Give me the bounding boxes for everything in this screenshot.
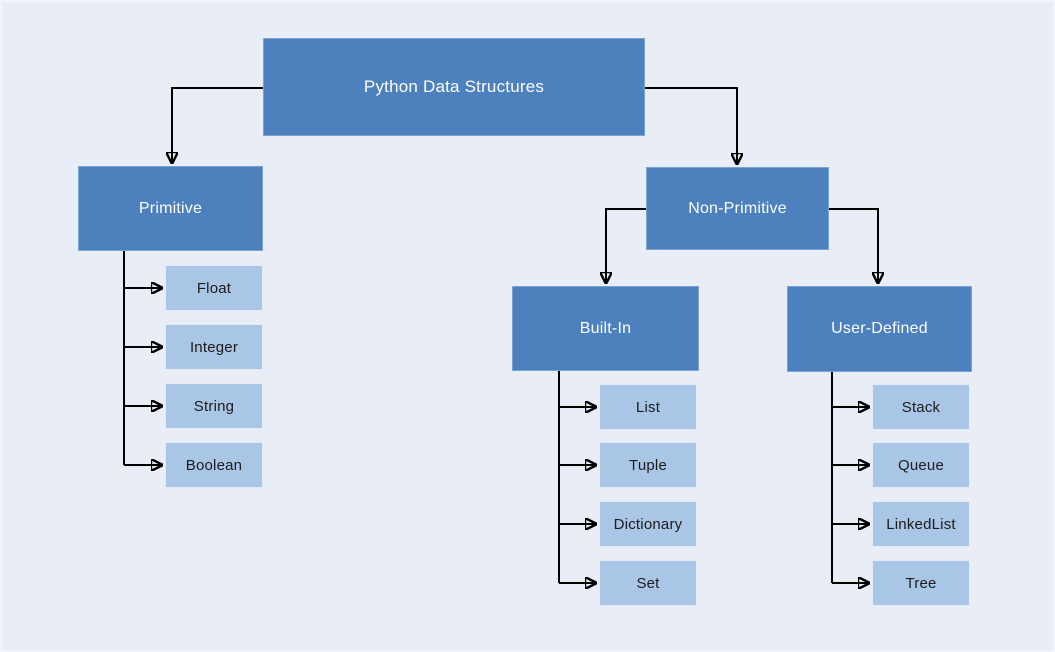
node-string: String [165, 383, 263, 429]
connector-non-primitive-built-in [606, 208, 646, 284]
connector-non-primitive-user-defined [829, 208, 878, 284]
node-tuple: Tuple [599, 442, 697, 488]
node-dictionary: Dictionary [599, 501, 697, 547]
node-boolean: Boolean [165, 442, 263, 488]
node-tree: Tree [872, 560, 970, 606]
node-queue: Queue [872, 442, 970, 488]
node-integer: Integer [165, 324, 263, 370]
node-primitive: Primitive [78, 166, 263, 251]
node-stack: Stack [872, 384, 970, 430]
connector-root-non-primitive [645, 87, 737, 165]
node-linkedlist: LinkedList [872, 501, 970, 547]
connector-root-primitive [172, 87, 263, 164]
node-non-primitive: Non-Primitive [646, 167, 829, 250]
node-built-in: Built-In [512, 286, 699, 371]
node-user-defined: User-Defined [787, 286, 972, 372]
node-float: Float [165, 265, 263, 311]
node-list: List [599, 384, 697, 430]
node-python-data-structures: Python Data Structures [263, 38, 645, 136]
node-set: Set [599, 560, 697, 606]
